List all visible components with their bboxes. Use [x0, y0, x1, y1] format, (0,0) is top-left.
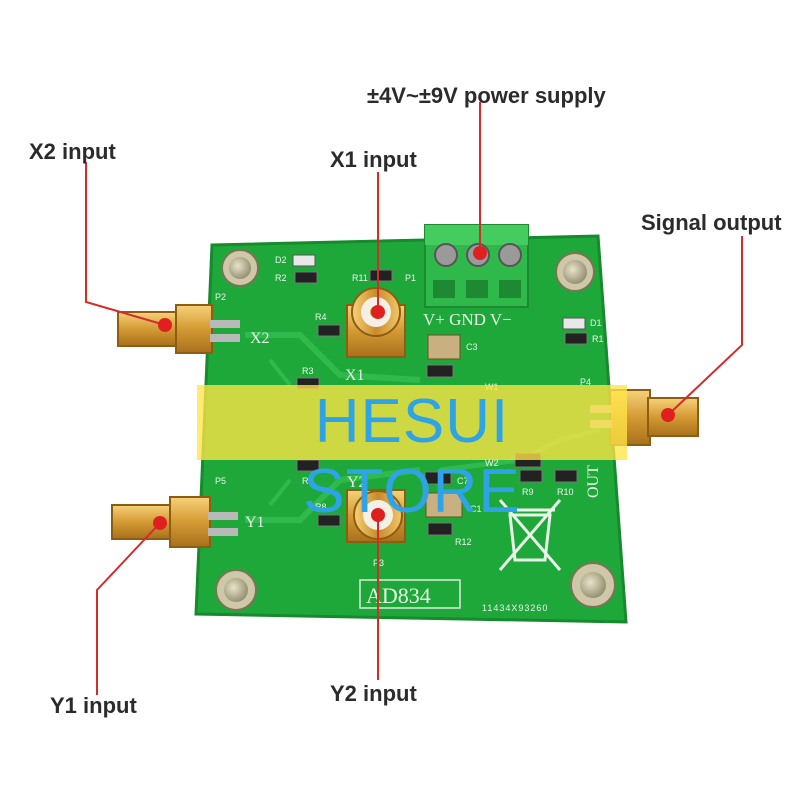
mounting-screw-bottom-right [570, 562, 616, 608]
port-label-x1: X1 [345, 367, 365, 384]
ref-p1: P1 [405, 273, 416, 283]
port-label-y1: Y1 [245, 514, 265, 531]
ref-r12: R12 [455, 537, 472, 547]
callout-lines [85, 102, 743, 695]
callout-label-power: ±4V~±9V power supply [367, 83, 606, 108]
mounting-screw-bottom-left [215, 569, 257, 611]
serial-number: 11434X93260 [482, 603, 548, 613]
ref-p4: P4 [580, 377, 591, 387]
callout-label-x1: X1 input [330, 147, 417, 172]
ref-r8: R8 [315, 502, 327, 512]
port-label-out: OUT [585, 465, 602, 498]
callout-dot-power [473, 246, 487, 260]
callout-label-output: Signal output [641, 210, 782, 235]
ref-r3: R3 [302, 366, 314, 376]
ref-p2: P2 [215, 292, 226, 302]
ref-d2: D2 [275, 255, 287, 265]
ref-r9: R9 [522, 487, 534, 497]
callout-line-output [667, 236, 743, 416]
power-terminal-block [424, 224, 529, 308]
ref-c3: C3 [466, 342, 478, 352]
mounting-screw-top-right [555, 252, 595, 292]
watermark-text: HESUI STORE [303, 387, 521, 526]
x1-sma-connector [346, 287, 406, 358]
ref-c7: C7 [457, 476, 469, 486]
ref-r10: R10 [557, 487, 574, 497]
callout-dot-x2 [158, 318, 172, 332]
ref-r1: R1 [592, 334, 604, 344]
callout-dots [153, 246, 675, 530]
callout-dot-x1 [371, 305, 385, 319]
y1-sma-connector [111, 496, 238, 548]
callout-dot-y1 [153, 516, 167, 530]
mounting-screw-top-left [221, 249, 259, 287]
callout-dot-output [661, 408, 675, 422]
callout-label-y2: Y2 input [330, 681, 417, 706]
silkscreen-labels: V+ GND V− X2 X1 Y2 Y1 OUT D2 R2 R11 P1 P… [215, 255, 604, 613]
ref-r7: R7 [302, 476, 314, 486]
callout-line-y1 [96, 522, 161, 695]
y2-sma-connector [346, 489, 406, 543]
ref-r4: R4 [315, 312, 327, 322]
ref-r11: R11 [352, 273, 368, 283]
store-watermark: HESUI STORE [197, 385, 627, 526]
weee-recycle-icon [498, 499, 562, 571]
port-label-y2: Y2 [347, 474, 367, 491]
callout-label-x2: X2 input [29, 139, 116, 164]
chip-marking: AD834 [366, 583, 431, 608]
ref-p5: P5 [215, 476, 226, 486]
ref-w2: W2 [485, 458, 499, 468]
port-label-x2: X2 [250, 330, 270, 347]
callout-dot-y2 [371, 508, 385, 522]
callout-line-x2 [85, 162, 166, 326]
callout-label-y1: Y1 input [50, 693, 137, 718]
smd-components [292, 254, 588, 536]
ref-r2: R2 [275, 273, 287, 283]
ref-d1: D1 [590, 318, 602, 328]
terminal-label: V+ GND V− [423, 310, 512, 329]
ref-c1: C1 [470, 504, 482, 514]
